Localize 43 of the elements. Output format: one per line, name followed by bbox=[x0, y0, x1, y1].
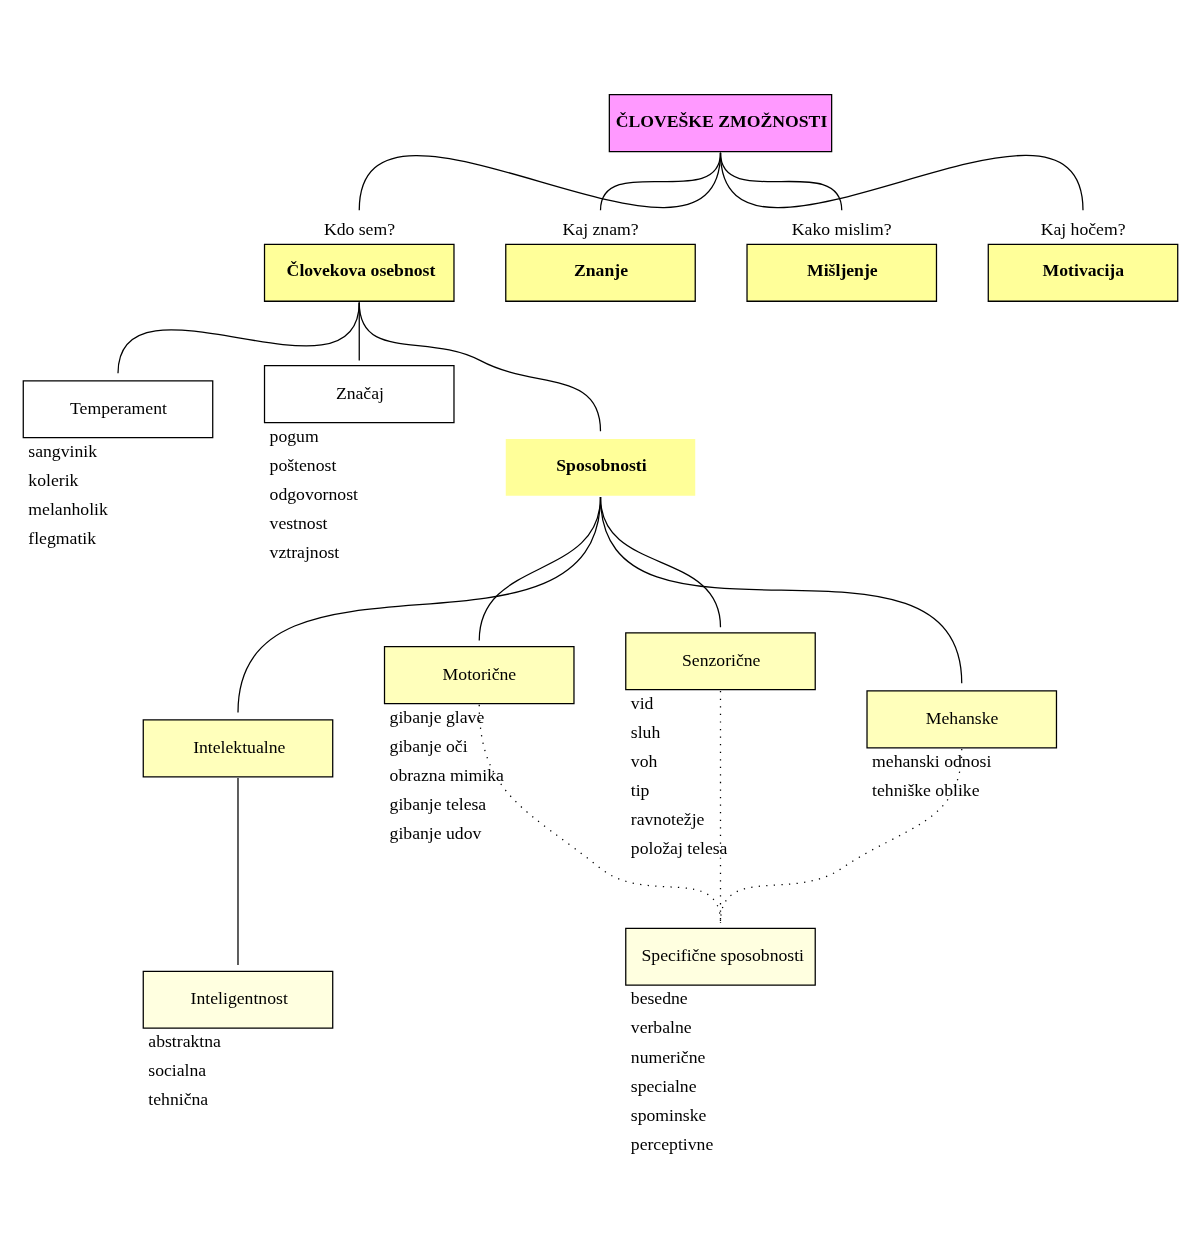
node-label: specialne bbox=[630, 1075, 697, 1096]
node-label: Kako mislim? bbox=[791, 218, 892, 239]
node-label: kolerik bbox=[28, 469, 79, 490]
connector bbox=[599, 496, 963, 684]
node-label: tehnična bbox=[148, 1089, 209, 1110]
node-label: perceptivne bbox=[630, 1133, 714, 1154]
node-box: Sposobnosti bbox=[505, 438, 696, 496]
node-label: gibanje oči bbox=[389, 735, 468, 756]
node-label: gibanje telesa bbox=[389, 793, 487, 814]
node-label: vestnost bbox=[269, 512, 328, 533]
node-label: vztrajnost bbox=[269, 541, 340, 562]
node-label: sangvinik bbox=[28, 440, 98, 461]
node-label: vid bbox=[630, 692, 654, 713]
node-label: sluh bbox=[630, 721, 661, 742]
node-label: verbalne bbox=[630, 1017, 692, 1038]
connector bbox=[358, 152, 722, 211]
node-label: voh bbox=[630, 750, 658, 771]
node-label: obrazna mimika bbox=[389, 764, 504, 785]
node-label: odgovornost bbox=[269, 483, 358, 504]
node-label: Kdo sem? bbox=[323, 218, 396, 239]
node-label: besedne bbox=[630, 988, 688, 1009]
node-label: melanholik bbox=[28, 498, 108, 519]
node-label: flegmatik bbox=[28, 528, 97, 549]
connector bbox=[358, 301, 602, 432]
node-label: Kaj znam? bbox=[562, 218, 639, 239]
connector bbox=[237, 777, 239, 966]
node-label: pogum bbox=[269, 425, 319, 446]
connector bbox=[117, 301, 360, 374]
node-label: gibanje glave bbox=[389, 706, 485, 727]
node-label: Kaj hočem? bbox=[1040, 218, 1126, 239]
node-label: abstraktna bbox=[148, 1031, 221, 1052]
node-label: poštenost bbox=[269, 454, 337, 475]
connector bbox=[719, 748, 963, 924]
node-label: ravnotežje bbox=[630, 809, 705, 830]
node-label: položaj telesa bbox=[630, 838, 728, 859]
node-label: gibanje udov bbox=[389, 822, 482, 843]
node-label: tip bbox=[630, 780, 650, 801]
node-label: tehniške oblike bbox=[872, 780, 980, 801]
node-label: spominske bbox=[630, 1104, 707, 1125]
node-label: numerične bbox=[630, 1046, 706, 1067]
connector bbox=[719, 152, 1084, 211]
node-label: socialna bbox=[148, 1060, 207, 1081]
node-label: mehanski odnosi bbox=[872, 750, 992, 771]
